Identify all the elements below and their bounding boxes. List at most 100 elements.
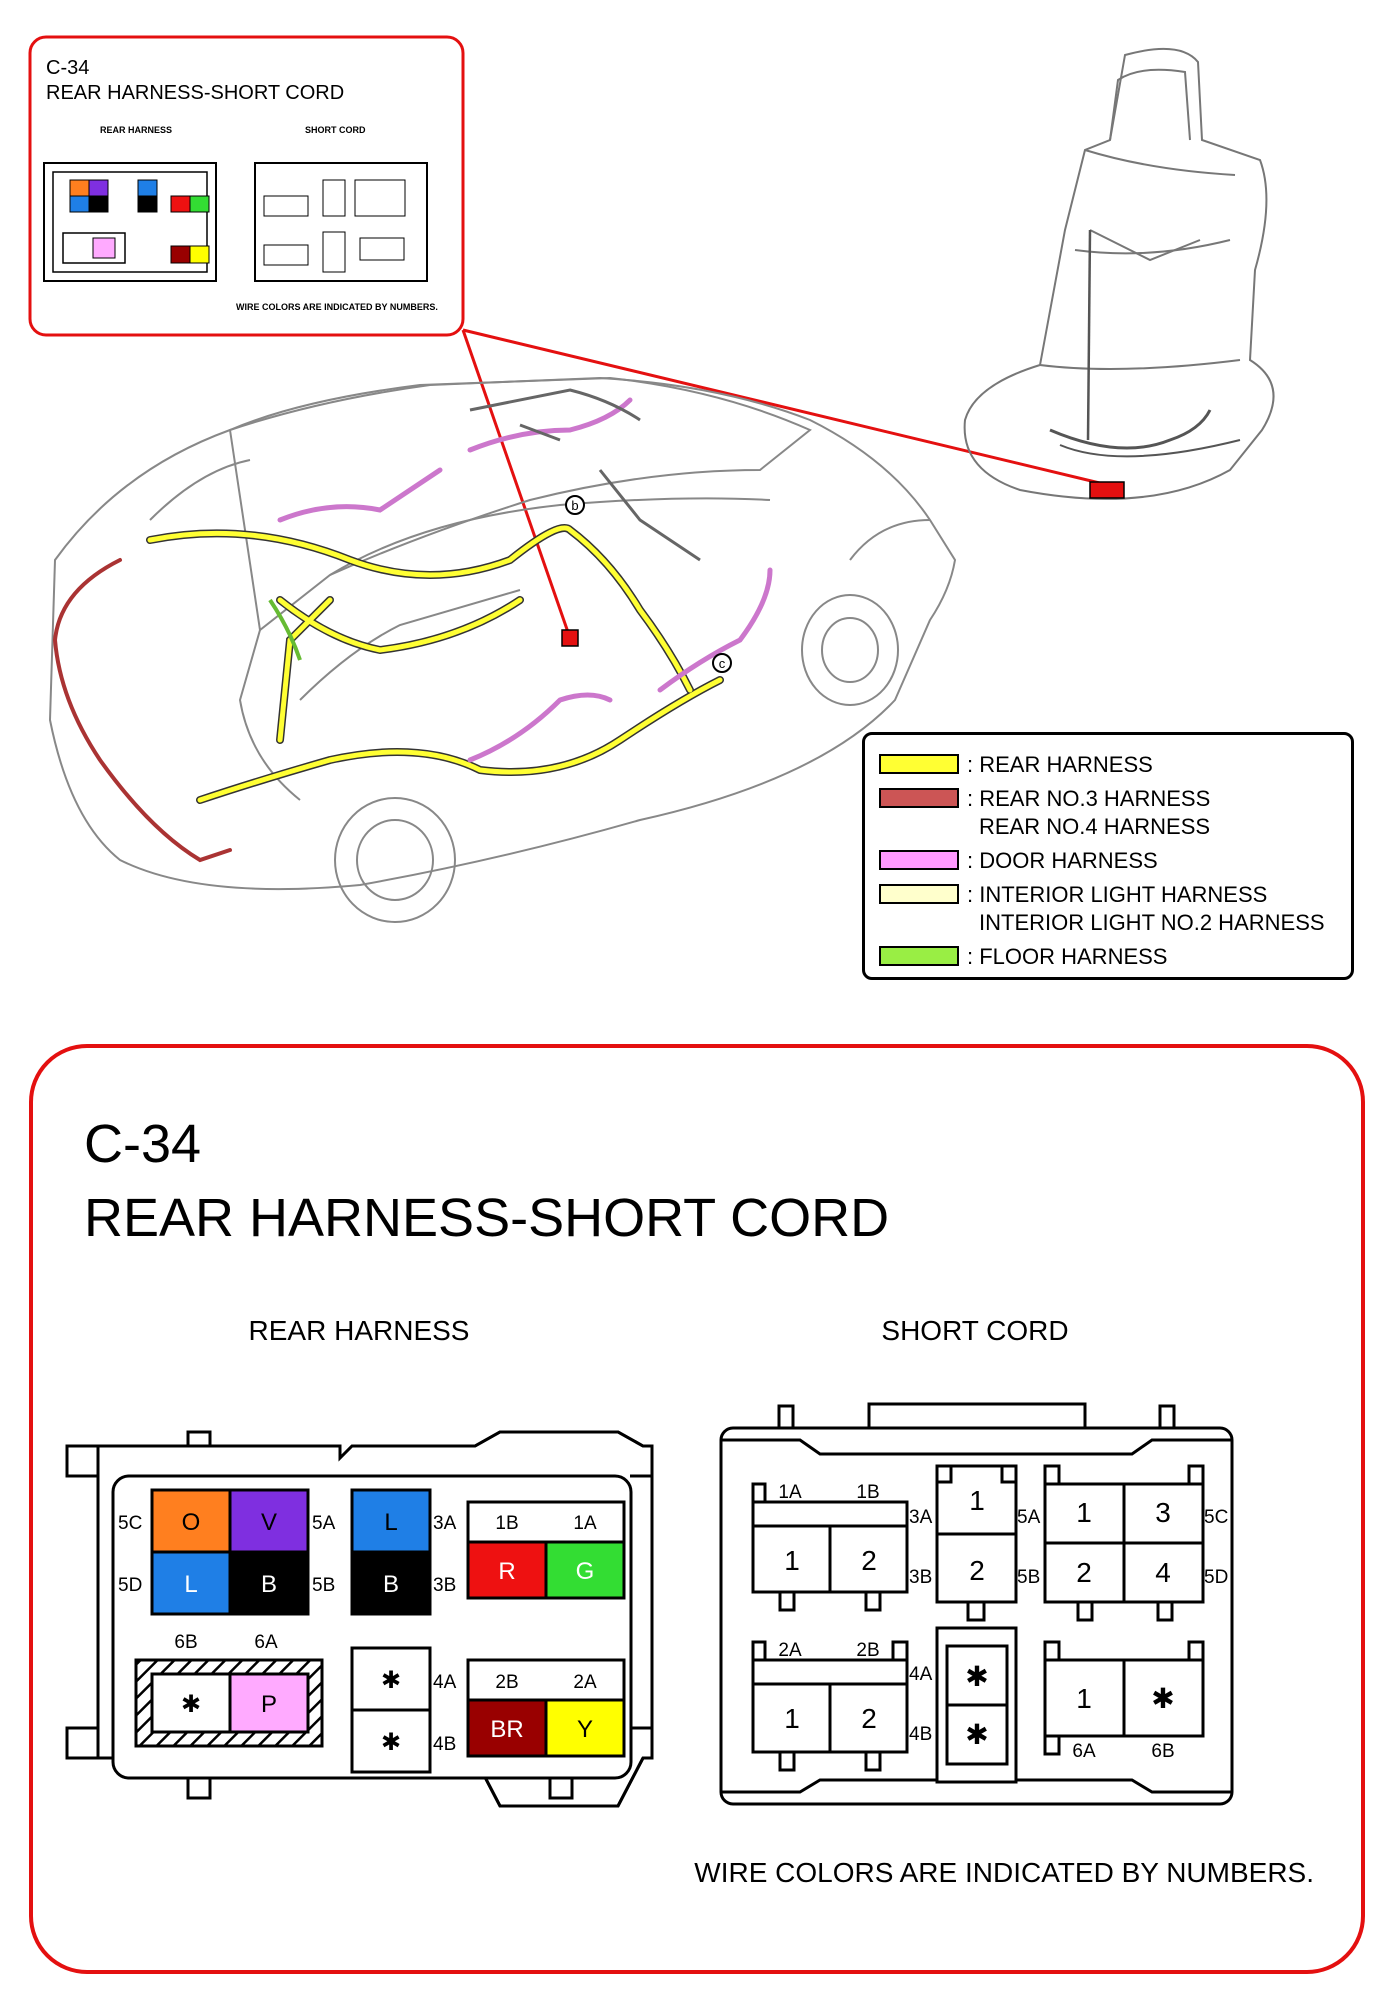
rear-cell-5C xyxy=(150,1488,232,1554)
short-pin-2A: 2A xyxy=(778,1640,802,1661)
leader-line-seat xyxy=(462,328,1109,487)
short-text-5a: 1 xyxy=(1076,1497,1092,1528)
connector-code: C-34 xyxy=(84,1114,201,1174)
wire-colors-note: WIRE COLORS ARE INDICATED BY NUMBERS. xyxy=(694,1857,1314,1888)
car-harness-green xyxy=(268,598,302,661)
rear-pin-5D: 5D xyxy=(118,1575,142,1596)
short-text-5d: 4 xyxy=(1155,1557,1171,1588)
rear-pin-4A: 4A xyxy=(433,1672,457,1693)
car-harness-pink xyxy=(277,397,773,763)
legend-label-continued: INTERIOR LIGHT NO.2 HARNESS xyxy=(979,910,1325,935)
short-text-1b: 2 xyxy=(861,1545,877,1576)
callout-b: b xyxy=(565,495,585,515)
inset-title: REAR HARNESS-SHORT CORD xyxy=(46,82,344,104)
legend-item-floor-harness: : FLOOR HARNESS xyxy=(879,943,1167,971)
short-text-2a: 1 xyxy=(784,1703,800,1734)
short-text-1a: 1 xyxy=(784,1545,800,1576)
short-pin-labels: 1A 1B 3A 3B 5A 5B 5C 5D 2A 2B 4A 4B 6A 6… xyxy=(778,1482,1228,1762)
short-text-4b: ✱ xyxy=(965,1719,988,1750)
legend-swatch xyxy=(879,788,959,808)
short-text-3a: 1 xyxy=(969,1485,985,1516)
rear-text-4B: ✱ xyxy=(381,1729,401,1756)
rear-pin-2A: 2A xyxy=(573,1672,597,1693)
rear-cell-5B xyxy=(228,1550,310,1616)
rear-cell-texts: O V L B L B R G ✱ P ✱ ✱ BR Y xyxy=(181,1509,594,1756)
short-text-6a: 1 xyxy=(1076,1683,1092,1714)
legend-swatch xyxy=(879,946,959,966)
short-text-5b: 3 xyxy=(1155,1497,1171,1528)
short-pin-4B: 4B xyxy=(909,1724,932,1745)
inset-code: C-34 xyxy=(46,57,89,79)
rear-pin-1A: 1A xyxy=(573,1513,597,1534)
inset-rear-connector xyxy=(43,162,217,282)
short-pin-4A: 4A xyxy=(909,1664,933,1685)
short-text-5c: 2 xyxy=(1076,1557,1092,1588)
short-pin-6A: 6A xyxy=(1072,1741,1096,1762)
short-text-3b: 2 xyxy=(969,1555,985,1586)
rear-cell-group-2 xyxy=(466,1658,626,1702)
inset-short-connector xyxy=(254,162,428,282)
car-harness-white xyxy=(469,388,701,562)
callout-c: c xyxy=(712,653,732,673)
rear-pin-1B: 1B xyxy=(495,1513,518,1534)
rear-text-2A: Y xyxy=(577,1716,593,1743)
short-pin-5A: 5A xyxy=(1017,1507,1041,1528)
rear-text-1B: R xyxy=(498,1558,515,1585)
rear-text-6A: P xyxy=(261,1691,277,1718)
short-cord-label: SHORT CORD xyxy=(881,1315,1068,1346)
car-harness-red xyxy=(52,558,232,863)
short-pin-2B: 2B xyxy=(856,1640,879,1661)
legend-label: : REAR NO.3 HARNESS xyxy=(967,786,1211,811)
short-text-4a: ✱ xyxy=(965,1661,988,1692)
rear-pin-5B: 5B xyxy=(312,1575,335,1596)
legend-label-continued: REAR NO.4 HARNESS xyxy=(979,814,1211,839)
rear-cell-3B xyxy=(350,1550,432,1616)
short-text-6b: ✱ xyxy=(1151,1683,1174,1714)
legend-swatch xyxy=(879,884,959,904)
rear-cell-6B xyxy=(150,1672,232,1734)
rear-text-2B: BR xyxy=(490,1716,523,1743)
rear-cell-4A xyxy=(350,1646,432,1712)
rear-text-1A: G xyxy=(576,1558,595,1585)
leader-line-car xyxy=(461,329,572,639)
rear-cell-4B xyxy=(350,1708,432,1774)
legend-label: : DOOR HARNESS xyxy=(967,848,1158,873)
short-pin-3B: 3B xyxy=(909,1567,932,1588)
rear-text-3B: B xyxy=(383,1571,399,1598)
legend-label: : INTERIOR LIGHT HARNESS xyxy=(967,882,1268,907)
short-cord-connector xyxy=(719,1402,1234,1806)
connector-title: REAR HARNESS-SHORT CORD xyxy=(84,1188,889,1248)
svg-text:c: c xyxy=(719,656,726,671)
rear-pin-6B: 6B xyxy=(174,1632,197,1653)
rear-pin-5C: 5C xyxy=(118,1513,142,1534)
inset-rear-label: REAR HARNESS xyxy=(100,125,172,135)
seat-illustration xyxy=(963,47,1275,500)
rear-pin-4B: 4B xyxy=(433,1734,456,1755)
car-harness-yellow xyxy=(146,524,724,804)
rear-text-5C: O xyxy=(182,1509,201,1536)
rear-cell-2A xyxy=(544,1698,626,1758)
short-cell-texts: 1 2 1 2 1 3 2 4 1 2 ✱ ✱ 1 ✱ xyxy=(784,1485,1175,1750)
short-pin-3A: 3A xyxy=(909,1507,933,1528)
seat-connector-marker xyxy=(1089,481,1125,499)
short-pin-5B: 5B xyxy=(1017,1567,1040,1588)
rear-text-5A: V xyxy=(261,1509,277,1536)
legend-label: : REAR HARNESS xyxy=(967,752,1153,777)
rear-pin-2B: 2B xyxy=(495,1672,518,1693)
harness-legend: : REAR HARNESS : REAR NO.3 HARNESS REAR … xyxy=(862,732,1354,980)
legend-item-door-harness: : DOOR HARNESS xyxy=(879,847,1158,875)
rear-pin-3A: 3A xyxy=(433,1513,457,1534)
short-pin-1A: 1A xyxy=(778,1482,802,1503)
rear-harness-label: REAR HARNESS xyxy=(249,1315,470,1346)
rear-cells xyxy=(134,1488,626,1774)
rear-text-6B: ✱ xyxy=(181,1691,201,1718)
legend-item-interior-light-harness: : INTERIOR LIGHT HARNESS INTERIOR LIGHT … xyxy=(879,881,1325,937)
car-harness-yellow-fill xyxy=(147,525,723,803)
short-pin-6B: 6B xyxy=(1151,1741,1174,1762)
short-pin-1B: 1B xyxy=(856,1482,879,1503)
inset-note: WIRE COLORS ARE INDICATED BY NUMBERS. xyxy=(236,302,438,312)
inset-short-label: SHORT CORD xyxy=(305,125,366,135)
rear-text-5B: B xyxy=(261,1571,277,1598)
rear-pin-3B: 3B xyxy=(433,1575,456,1596)
